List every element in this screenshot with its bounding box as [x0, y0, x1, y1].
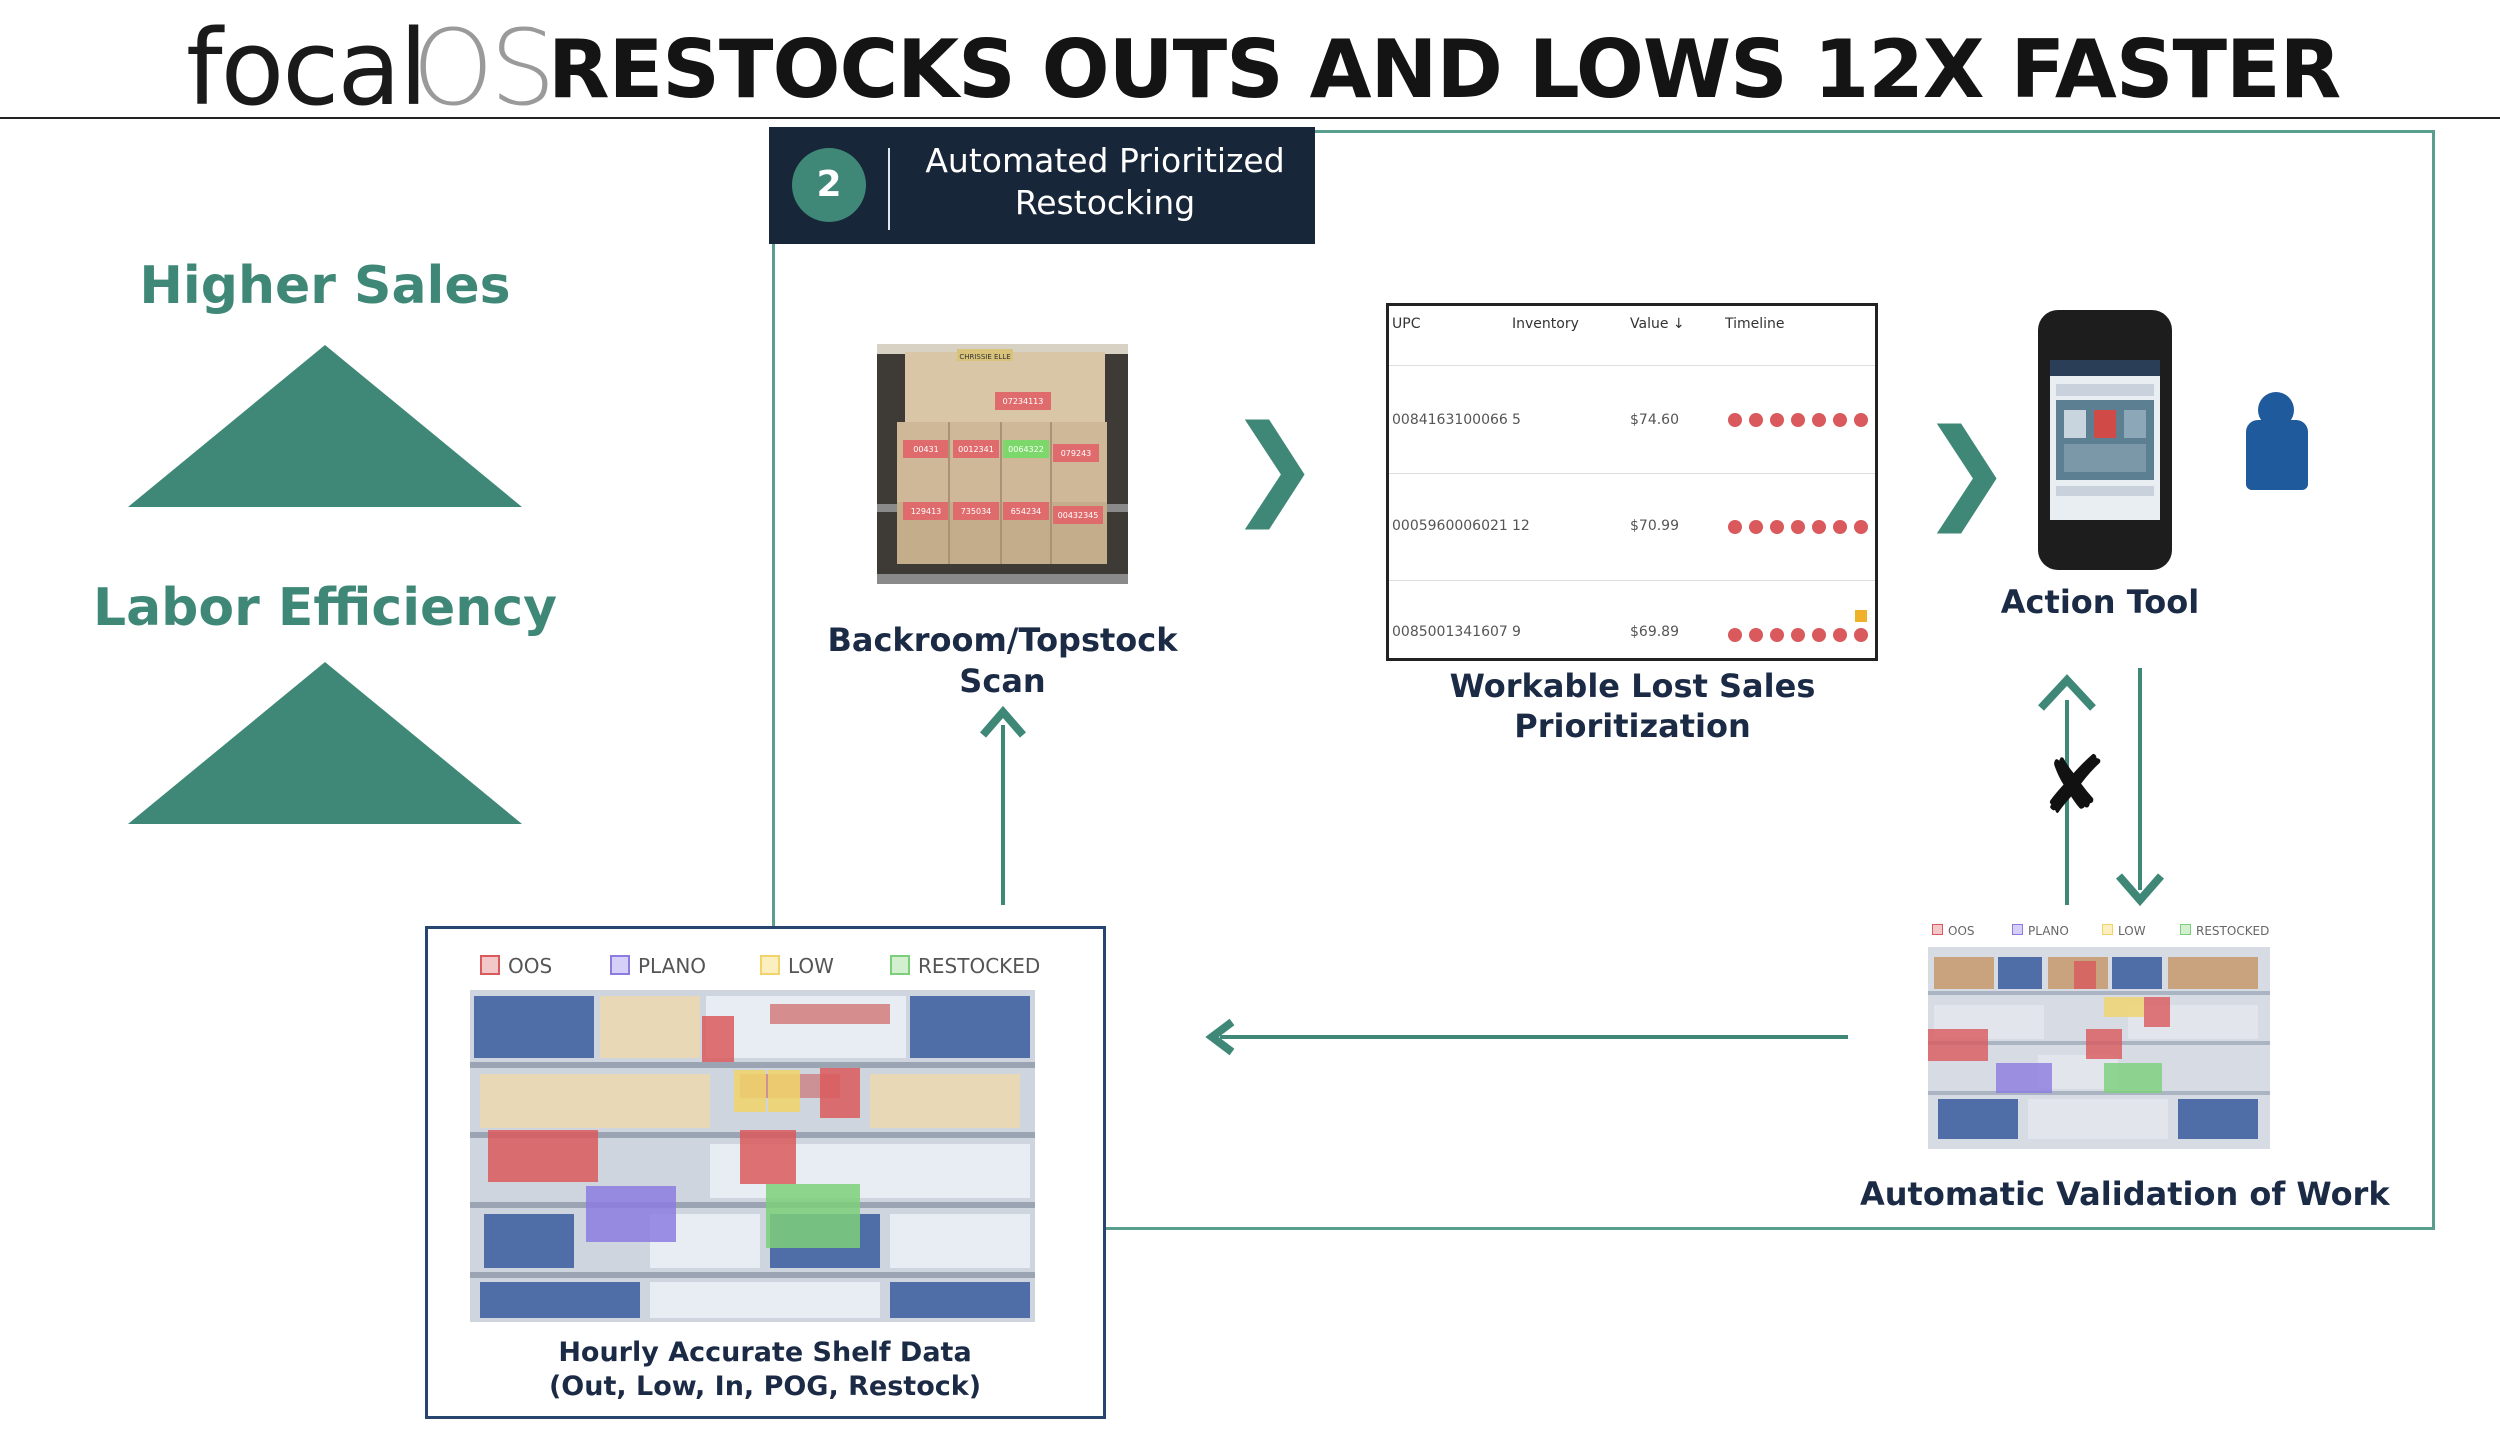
device-screen-content [2050, 360, 2160, 496]
table-divider [1389, 365, 1875, 366]
action-tool-caption: Action Tool [2000, 583, 2200, 621]
table-cell-value: $69.89 [1630, 624, 1679, 640]
scan-label: 079243 [1061, 449, 1092, 458]
lost-sales-table [1386, 303, 1878, 661]
table-header-timeline: Timeline [1725, 316, 1785, 332]
validation-shelf-illustration [1928, 947, 2270, 1149]
legend-item-plano: PLANO [610, 954, 706, 978]
scan-label: 00432345 [1058, 511, 1099, 520]
step-title: Automated Prioritized Restocking [925, 141, 1285, 222]
legend-item-restocked: RESTOCKED [2180, 924, 2269, 938]
table-cell-inventory: 5 [1512, 412, 1521, 428]
validation-shelf-image [1928, 947, 2270, 1149]
brand-logo-os: OS [412, 7, 556, 129]
backroom-scan-caption: Backroom/Topstock Scan [827, 621, 1178, 700]
scan-label: CHRISSIE ELLE [959, 353, 1010, 361]
legend-item-plano: PLANO [2012, 924, 2069, 938]
device-screen [2050, 360, 2160, 520]
table-header-inventory: Inventory [1512, 316, 1579, 332]
scan-label: 654234 [1011, 507, 1042, 516]
page-title: RESTOCKS OUTS AND LOWS 12X FASTER [548, 23, 2341, 116]
backroom-shelf-illustration: CHRISSIE ELLE 07234113 00431 0012341 006… [877, 344, 1128, 584]
shelf-illustration [470, 990, 1035, 1322]
table-header-value: Value ↓ [1630, 316, 1685, 332]
table-cell-upc: 0085001341607 [1392, 624, 1508, 640]
shelf-data-caption-line1: Hourly Accurate Shelf Data [558, 1337, 972, 1368]
table-divider [1389, 580, 1875, 581]
up-triangle-icon [128, 345, 522, 507]
legend-item-low: LOW [760, 954, 834, 978]
table-cell-inventory: 9 [1512, 624, 1521, 640]
lost-sales-caption-line1: Workable Lost Sales [1449, 667, 1816, 705]
table-divider [1389, 473, 1875, 474]
legend-item-low: LOW [2102, 924, 2146, 938]
table-cell-value: $70.99 [1630, 518, 1679, 534]
scan-label: 07234113 [1003, 397, 1044, 406]
table-cell-inventory: 12 [1512, 518, 1530, 534]
person-body [2246, 420, 2308, 490]
hourly-shelf-image [470, 990, 1035, 1322]
lost-sales-caption-line2: Prioritization [1514, 707, 1751, 745]
legend-item-oos: OOS [1932, 924, 1975, 938]
up-triangle-icon [128, 662, 522, 824]
scan-label: 129413 [911, 507, 942, 516]
restocking-flow-frame [772, 130, 2435, 1230]
scan-label: 00431 [913, 445, 938, 454]
metric-higher-sales: Higher Sales [139, 256, 511, 316]
chevron-right-icon: ❯ [1920, 405, 2013, 533]
chevron-right-icon: ❯ [1228, 401, 1321, 529]
table-cell-upc: 0005960006021 [1392, 518, 1508, 534]
backroom-scan-image: CHRISSIE ELLE 07234113 00431 0012341 006… [877, 344, 1128, 584]
step-number-badge: 2 [792, 148, 866, 222]
header-divider [0, 117, 2500, 119]
x-mark-icon: ✘ [2040, 739, 2108, 832]
legend-item-restocked: RESTOCKED [890, 954, 1040, 978]
scan-label: 735034 [961, 507, 992, 516]
table-cell-value: $74.60 [1630, 412, 1679, 428]
scan-label: 0012341 [958, 445, 994, 454]
validation-caption: Automatic Validation of Work [1860, 1175, 2390, 1213]
metric-labor-efficiency: Labor Efficiency [92, 578, 558, 638]
table-header-upc: UPC [1392, 316, 1421, 332]
step-divider [888, 148, 890, 230]
scan-label: 0064322 [1008, 445, 1044, 454]
table-cell-upc: 0084163100066 [1392, 412, 1508, 428]
shelf-data-caption-line2: (Out, Low, In, POG, Restock) [548, 1371, 982, 1402]
legend-item-oos: OOS [480, 954, 552, 978]
brand-logo-focal: focal [186, 7, 428, 129]
flag-icon [1855, 610, 1867, 622]
